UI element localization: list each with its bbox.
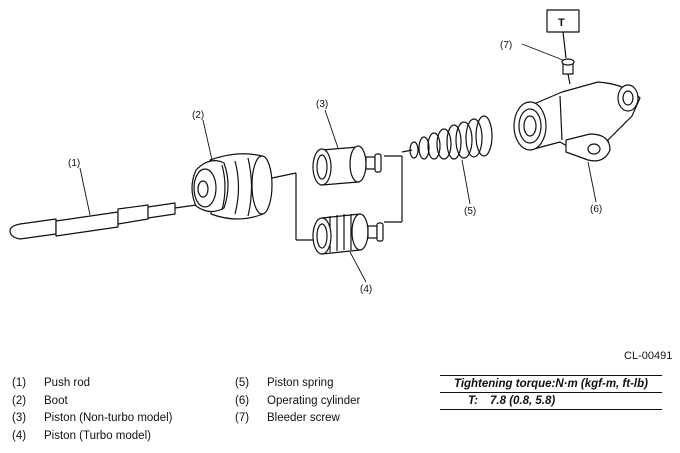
callout-push-rod: (1) [68, 158, 80, 169]
piston-variant-bracket [271, 149, 413, 241]
torque-indicator-box [546, 9, 580, 59]
torque-value-row: T: 7.8 (0.8, 5.8) [440, 393, 662, 410]
legend-number: (6) [235, 394, 250, 407]
legend-item: (3) Piston (Non-turbo model) [12, 412, 172, 430]
legend-number: (5) [235, 377, 250, 389]
legend-left: (1) Push rod (2) Boot (3) Piston (Non-turbo… [12, 377, 172, 447]
torque-spec-table: Tightening torque:N·m (kgf-m, ft-lb) T: 7… [440, 375, 662, 410]
push-rod [9, 202, 197, 240]
legend-item: (2) Boot [12, 395, 172, 413]
callout-operating-cylinder: (6) [590, 204, 602, 215]
legend-item: (7) Bleeder screw [235, 412, 360, 430]
legend-number: (4) [12, 429, 27, 442]
leader-lines [79, 43, 597, 283]
legend-item: (1) Push rod [12, 377, 172, 395]
legend-label: Piston spring [267, 377, 334, 389]
callout-piston-spring: (5) [464, 206, 476, 217]
torque-symbol: T: [468, 395, 479, 407]
piston-spring [409, 115, 493, 160]
boot [191, 153, 273, 220]
callout-bleeder-screw: (7) [500, 40, 512, 51]
legend-number: (2) [12, 394, 27, 407]
bleeder-screw [561, 58, 575, 85]
callout-piston-turbo: (4) [360, 284, 372, 295]
legend-label: Piston (Non-turbo model) [44, 412, 173, 424]
legend-number: (7) [235, 412, 250, 424]
torque-box-symbol: T [558, 17, 565, 29]
legend-label: Piston (Turbo model) [44, 429, 151, 442]
legend-label: Boot [44, 394, 68, 407]
operating-cylinder [513, 81, 641, 162]
legend-label: Push rod [44, 377, 91, 389]
legend-number: (1) [12, 377, 27, 389]
legend-right: (5) Piston spring (6) Operating cylinder (… [235, 377, 360, 430]
legend-item: (6) Operating cylinder [235, 395, 360, 413]
torque-value: 7.8 (0.8, 5.8) [490, 395, 556, 407]
piston-turbo [312, 213, 384, 255]
piston-non-turbo [312, 145, 382, 186]
legend-label: Operating cylinder [267, 394, 361, 407]
exploded-view-diagram: (1) (2) (3) (4) (5) (6) (7) T [9, 9, 641, 295]
torque-heading: Tightening torque:N·m (kgf-m, ft-lb) [440, 375, 662, 393]
callout-piston-non-turbo: (3) [316, 99, 328, 110]
document-code: CL-00491 [624, 350, 673, 362]
legend-number: (3) [12, 412, 27, 424]
legend-item: (5) Piston spring [235, 377, 360, 395]
legend-label: Bleeder screw [267, 412, 340, 424]
callout-boot: (2) [192, 110, 204, 121]
legend-item: (4) Piston (Turbo model) [12, 430, 172, 448]
